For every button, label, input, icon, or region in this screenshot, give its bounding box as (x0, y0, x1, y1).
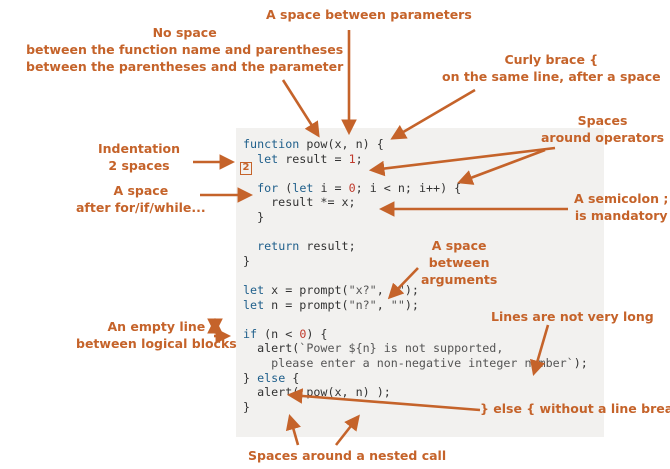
arrow-nested-left (285, 414, 301, 446)
annotation-spaces-operators: Spaces around operators (541, 113, 665, 145)
code-token: result *= x; (243, 195, 356, 210)
code-token: 0 (348, 180, 356, 195)
code-token: else (257, 370, 293, 385)
code-token: n = prompt( (271, 297, 349, 312)
code-line: for (let i = 0; i < n; i++) { (243, 181, 588, 196)
code-token: ) { (306, 326, 328, 341)
code-token: result = (285, 151, 349, 166)
arrow-nested-right (334, 414, 360, 446)
code-token: x = prompt( (271, 282, 349, 297)
annotation-empty-line: An empty line between logical blocks (76, 319, 237, 351)
code-token: } (243, 253, 251, 268)
code-token: return (257, 239, 307, 254)
code-token: let (243, 297, 272, 312)
code-line: let result = 1; (243, 152, 588, 167)
code-token: "x?" (348, 282, 377, 297)
code-token: ( (285, 180, 293, 195)
code-token: for (257, 180, 286, 195)
code-token: ); (573, 355, 588, 370)
code-token: ; (355, 151, 363, 166)
code-line: return result; (243, 239, 588, 254)
code-token: result; (306, 239, 356, 254)
annotation-space-between-args: A space between arguments (421, 238, 498, 287)
arrow-args (387, 267, 419, 300)
annotation-else-no-break: } else { without a line break (480, 401, 670, 416)
arrow-lines-long (530, 324, 550, 376)
arrow-curly-brace (390, 88, 476, 140)
code-line: } (243, 254, 588, 269)
code-token: , (376, 297, 391, 312)
code-token: alert( (243, 341, 300, 356)
code-line: } else { (243, 371, 588, 386)
annotation-curly-brace: Curly brace { on the same line, after a … (442, 52, 661, 84)
code-token: `Power ${n} is not supported, (299, 341, 504, 356)
code-line: if (n < 0) { (243, 327, 588, 342)
code-token: 0 (299, 326, 307, 341)
code-token: if (243, 326, 265, 341)
annotation-indentation: Indentation 2 spaces (98, 141, 181, 173)
annotation-lines-not-long: Lines are not very long (491, 309, 654, 324)
code-token: function (243, 137, 307, 151)
annotation-nested-call: Spaces around a nested call (248, 448, 447, 463)
code-token: ); (404, 297, 419, 312)
code-token: , (376, 282, 391, 297)
code-token: i = (320, 180, 349, 195)
code-line: alert(`Power ${n} is not supported, (243, 341, 588, 356)
indent-marker: 2 (240, 162, 252, 175)
code-token: "n?" (348, 297, 377, 312)
arrow-operators (368, 146, 556, 177)
annotation-space-between-params: A space between parameters (266, 7, 472, 22)
code-token: } (243, 399, 251, 414)
code-token: } (243, 209, 265, 224)
code-token: { (292, 370, 300, 385)
code-line: } (243, 400, 588, 415)
code-token: let (243, 282, 272, 297)
arrow-operators-2 (457, 148, 546, 185)
code-line: function pow(x, n) { (243, 137, 588, 152)
annotation-semicolon: A semicolon ; is mandatory (574, 191, 669, 223)
code-line: let n = prompt("n?", ""); (243, 298, 588, 313)
annotation-no-space: No space between the function name and p… (26, 25, 344, 74)
code-line: result *= x; (243, 195, 588, 210)
code-token: pow(x, n) { (306, 137, 384, 151)
code-line: } (243, 210, 588, 225)
code-token: let (292, 180, 321, 195)
code-token: } (243, 370, 258, 385)
code-token: ; i < n; i++) { (355, 180, 462, 195)
code-token: let (257, 151, 286, 166)
code-token: 1 (348, 151, 356, 166)
code-token: (n < (264, 326, 300, 341)
code-block: function pow(x, n) { let result = 1; for… (243, 137, 588, 414)
arrow-no-space (281, 79, 320, 138)
annotation-space-after-for: A space after for/if/while... (76, 183, 206, 215)
arrow-else (286, 388, 481, 412)
code-token: ); (404, 282, 419, 297)
code-panel (236, 128, 604, 437)
code-token: "" (390, 297, 405, 312)
